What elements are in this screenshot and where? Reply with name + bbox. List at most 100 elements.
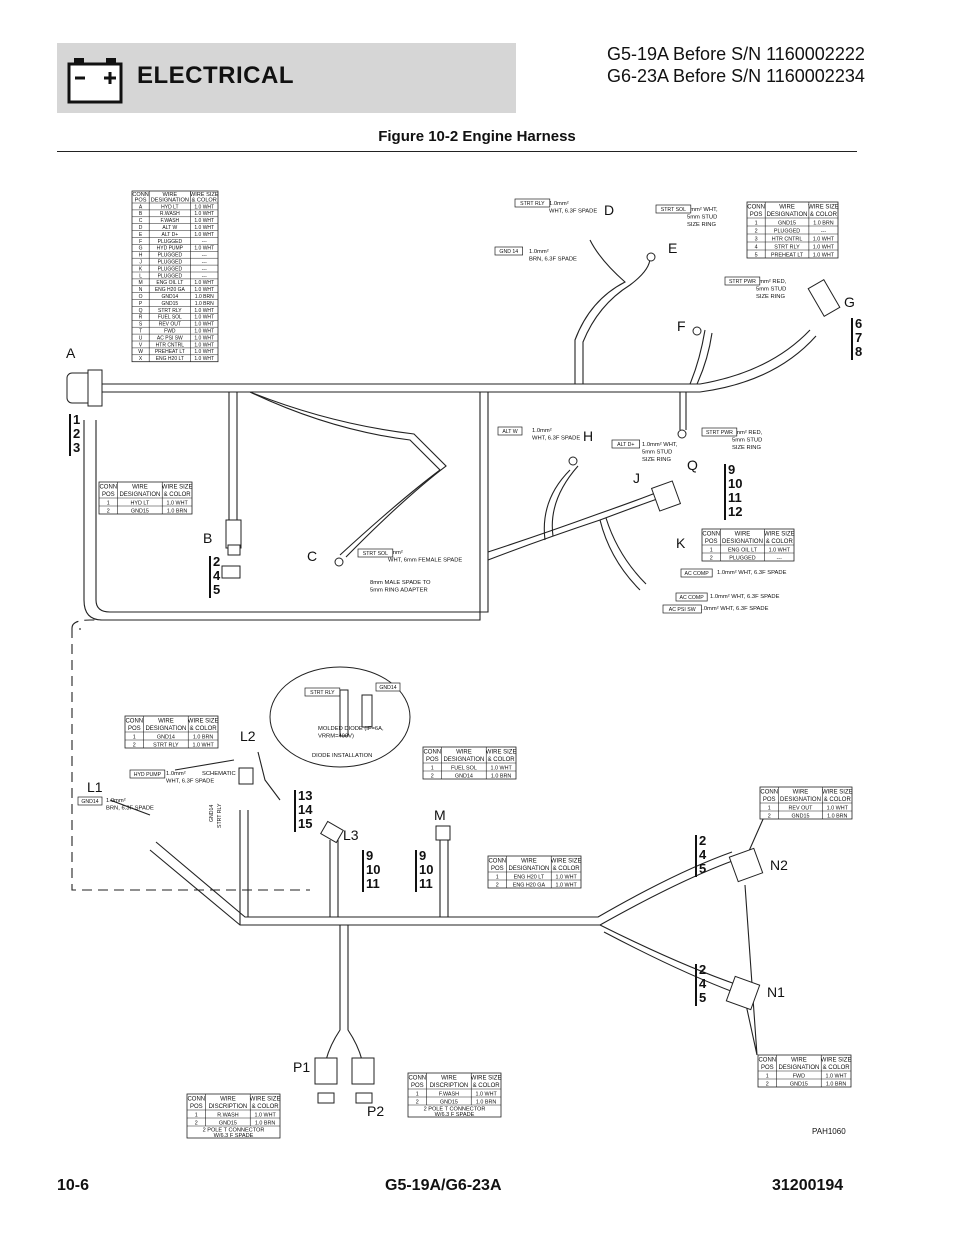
table-cell: P: [139, 301, 143, 307]
callout-text: WHT, 6mm FEMALE SPADE: [388, 558, 462, 564]
table-cell: 1.0 WHT: [194, 232, 214, 238]
table-cell: 1.0 WHT: [194, 322, 214, 328]
table-footer: 2 POLE T CONNECTOR: [424, 1107, 486, 1113]
table-cell: STRT RLY: [158, 308, 182, 314]
pin-number: 11: [419, 876, 433, 891]
callout-text: SCHEMATIC: [202, 771, 236, 777]
callout-text: 8mm MALE SPADE TO: [370, 580, 431, 586]
callout-text: VRRM=400V): [318, 734, 354, 740]
pin-number: 12: [728, 504, 742, 519]
table-cell: 2: [710, 555, 713, 561]
table-footer: W/6.3 F SPADE: [435, 1112, 475, 1118]
table-cell: 1.0 BRN: [826, 1081, 846, 1087]
label-j: J: [633, 470, 640, 486]
callout-text: 1.0mm² WHT, 6.3F SPADE: [717, 570, 787, 576]
schematic-wire-gnd14: GND14: [209, 805, 215, 822]
table-cell: GND15: [790, 1081, 808, 1087]
table-header: CONN: [758, 1058, 776, 1064]
table-cell: 1.0 BRN: [813, 220, 833, 226]
table-header: & COLOR: [810, 212, 838, 218]
table-cell: N: [139, 287, 143, 293]
wire-tag-gnd14-d: GND 14: [494, 246, 523, 256]
table-cell: ENG H20 GA: [513, 882, 546, 888]
table-cell: PREHEAT LT: [155, 349, 185, 355]
table-cell: 1.0 WHT: [194, 349, 214, 355]
callout-diode-install: DIODE INSTALLATION: [312, 753, 372, 759]
table-cell: ---: [202, 239, 207, 245]
wire-tag-text: STRT RLY: [520, 201, 545, 207]
table-header: & COLOR: [824, 797, 852, 803]
table-cell: 1.0 BRN: [195, 301, 214, 307]
label-m: M: [434, 807, 446, 823]
callout-c: 6mm² WHT, 6mm FEMALE SPADE: [388, 550, 462, 564]
model-lines: G5-19A Before S/N 1160002222 G6-23A Befo…: [607, 43, 865, 87]
header-band: [57, 43, 516, 113]
table-cell: O: [139, 294, 143, 300]
callout-text: 6mm²: [388, 550, 403, 556]
table-cell: 1.0 WHT: [194, 211, 214, 217]
wire-tag-strt-rly-d: STRT RLY: [514, 198, 551, 208]
table-cell: F.WASH: [439, 1091, 459, 1097]
battery-icon: [67, 58, 123, 104]
table-header: WIRE SIZE: [162, 485, 193, 491]
table-cell: FUEL SOL: [158, 315, 182, 321]
table-cell: ---: [202, 260, 207, 266]
table-cell: REV OUT: [788, 805, 813, 811]
table-cell: PREHEAT LT: [771, 252, 804, 258]
section-title: ELECTRICAL: [137, 62, 294, 89]
table-cell: 2: [755, 228, 758, 234]
table-cell: GND14: [455, 773, 473, 779]
table-cell: STRT RLY: [774, 244, 800, 250]
pin-number: 13: [298, 788, 312, 803]
pin-number: 2: [73, 426, 80, 441]
label-d: D: [604, 202, 614, 218]
table-cell: PLUGGED: [158, 239, 183, 245]
label-b: B: [203, 530, 212, 546]
callout-text: 1.0mm²: [106, 798, 126, 804]
table-cell: HTR CNTRL: [772, 236, 803, 242]
wire-tag-text: STRT RLY: [310, 690, 335, 696]
table-footer: 2 POLE T CONNECTOR: [203, 1128, 265, 1134]
table-cell: 1.0 WHT: [194, 246, 214, 252]
table-cell: 1: [195, 1112, 198, 1118]
wire-tag-diode-gnd14: GND14: [375, 682, 401, 692]
callout-text: BRN, 6.3F SPADE: [106, 806, 154, 812]
table-cell: 1.0 WHT: [194, 315, 214, 321]
pin-number: 6: [855, 316, 862, 331]
table-header: DESIGNATION: [151, 198, 189, 204]
table-header: DESIGNATION: [767, 212, 808, 218]
table-header: WIRE: [158, 719, 174, 725]
table-header: WIRE SIZE: [551, 859, 582, 865]
table-header: WIRE: [779, 205, 795, 211]
pin-number: 2: [699, 962, 706, 977]
callout-text: 5mm STUD: [687, 215, 717, 221]
table-cell: ENG H20 LT: [514, 874, 545, 880]
table-cell: W: [138, 349, 143, 355]
label-l1: L1: [87, 779, 103, 795]
table-header: WIRE SIZE: [822, 790, 853, 796]
table-header: POS: [102, 492, 115, 498]
table-header: WIRE: [456, 750, 472, 756]
wire-tag-strt-sol-e: STRT SOL: [655, 204, 692, 214]
table-cell: ---: [202, 253, 207, 259]
table-header: POS: [128, 726, 141, 732]
table-cell: B: [139, 211, 143, 217]
table-cell: H: [139, 253, 143, 259]
table-cell: ENG H20 GA: [155, 287, 186, 293]
drawing-id: PAH1060: [812, 1127, 846, 1136]
table-cell: 1.0 BRN: [827, 813, 847, 819]
table-cell: S: [139, 322, 143, 328]
table-cell: GND15: [778, 220, 796, 226]
table-cell: GND14: [157, 734, 175, 740]
table-header: WIRE SIZE: [471, 1076, 502, 1082]
table-cell: REV OUT: [159, 322, 181, 328]
table-cell: E: [139, 232, 143, 238]
pin-number: 8: [855, 344, 862, 359]
pin-number: 9: [366, 848, 373, 863]
